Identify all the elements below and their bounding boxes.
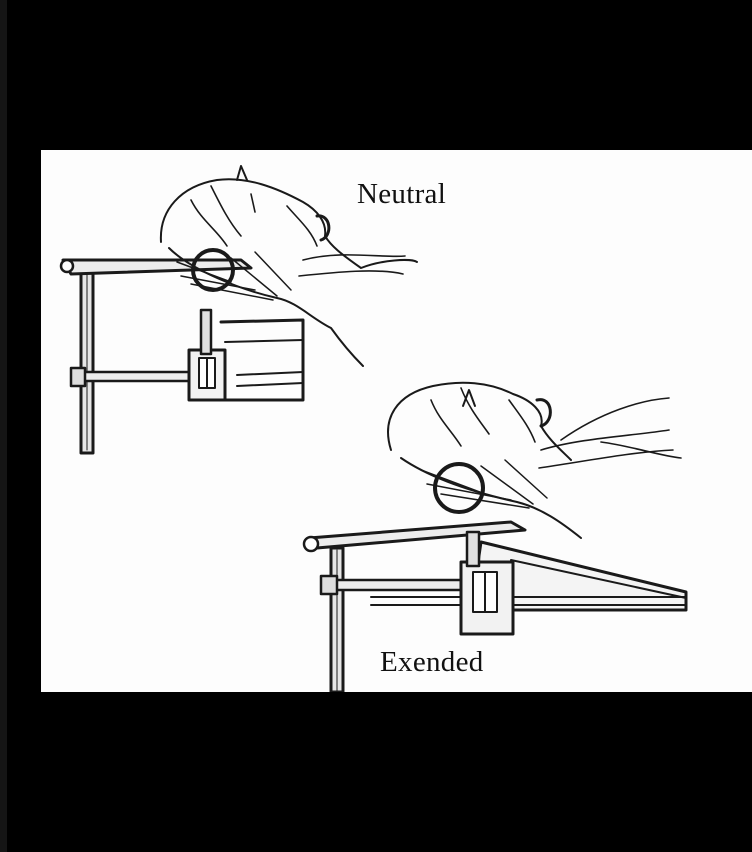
extended-position-figure (304, 383, 686, 692)
head-positioning-illustration (41, 150, 752, 692)
neutral-label: Neutral (357, 178, 446, 211)
illustration-panel: Neutral Exended (41, 150, 752, 692)
extended-label: Exended (380, 646, 484, 679)
left-edge-strip (0, 0, 7, 852)
